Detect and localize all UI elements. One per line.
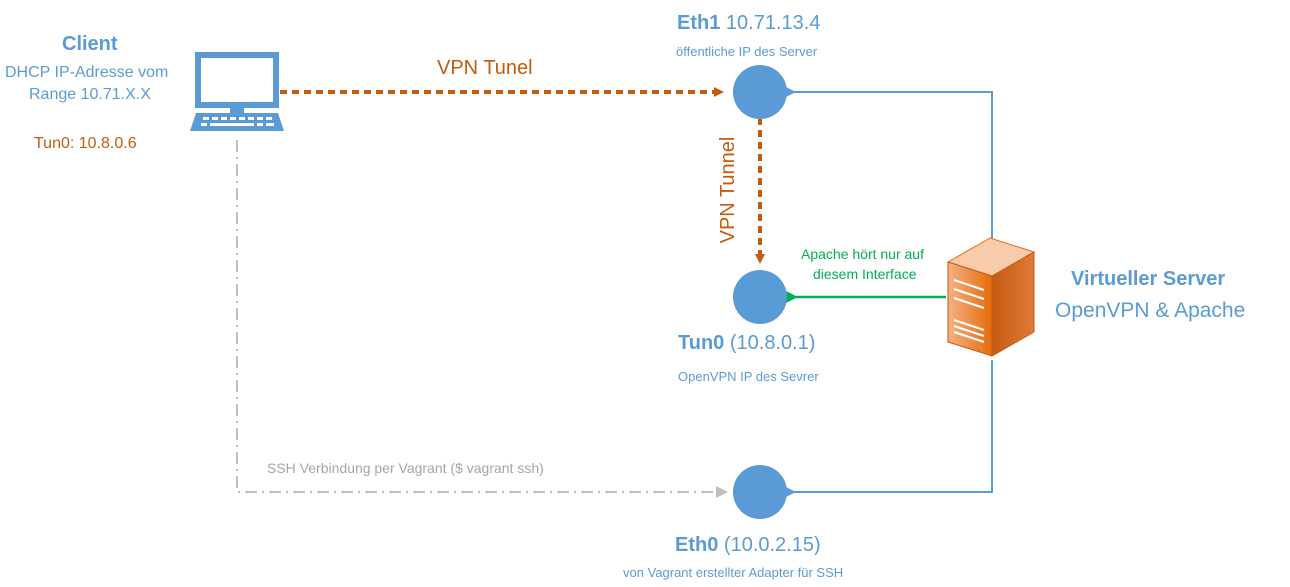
eth0-description: von Vagrant erstellter Adapter für SSH [623,565,844,580]
client-range-line: Range 10.71.X.X [29,86,151,103]
client-tun-ip: Tun0: 10.8.0.6 [34,135,137,152]
eth1-node [733,65,787,119]
server-eth1-connector [784,86,993,240]
apache-label-line2: diesem Interface [813,266,917,282]
ssh-connection-line [236,140,728,498]
tun0-heading: Tun0 (10.8.0.1) [678,331,815,355]
eth1-ip: 10.71.13.4 [725,12,821,34]
apache-label-line1: Apache hört nur auf [801,246,924,262]
eth0-ip: (10.0.2.15) [723,534,821,556]
server-subtitle: OpenVPN & Apache [1055,299,1246,322]
server-icon [946,237,1036,357]
tun0-ip: (10.8.0.1) [729,332,816,354]
tun0-node [733,270,787,324]
eth1-name: Eth1 [677,12,721,34]
vpn-tunnel-vertical-label: VPN Tunnel [717,136,739,244]
server-eth0-connector [784,360,993,498]
eth0-name: Eth0 [675,534,719,556]
eth1-description: öffentliche IP des Server [676,44,818,59]
server-title: Virtueller Server [1071,268,1226,290]
client-title: Client [62,33,118,55]
client-dhcp-line: DHCP IP-Adresse vom [5,64,169,81]
eth0-node [733,465,787,519]
eth0-heading: Eth0 (10.0.2.15) [675,533,821,557]
tun0-description: OpenVPN IP des Sevrer [678,369,819,384]
tun0-name: Tun0 [678,332,725,354]
laptop-icon [190,52,284,131]
ssh-connection-label: SSH Verbindung per Vagrant ($ vagrant ss… [267,460,544,476]
eth1-heading: Eth1 10.71.13.4 [677,11,820,35]
vpn-tunnel-label: VPN Tunel [437,57,533,79]
